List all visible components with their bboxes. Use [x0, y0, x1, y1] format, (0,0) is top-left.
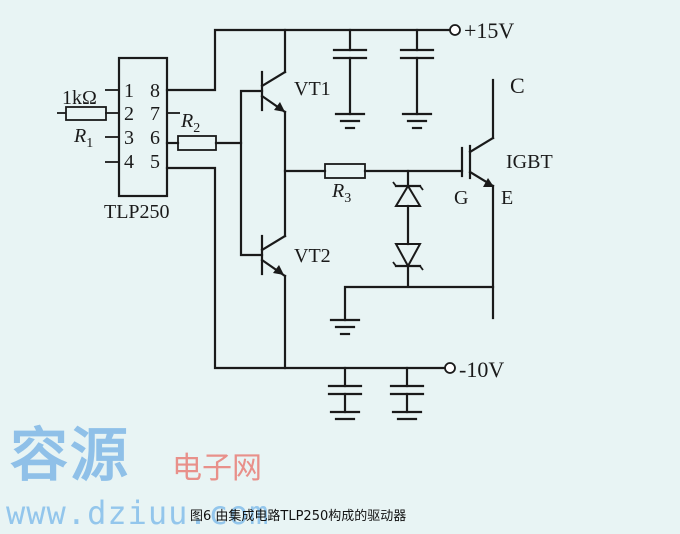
ic-name: TLP250 [104, 201, 170, 223]
pin-label-8: 8 [150, 80, 160, 102]
pin-label-1: 1 [124, 80, 134, 102]
supply-neg-label: -10V [459, 357, 504, 382]
wire-pin8-to-vcc [165, 28, 452, 92]
wire-common-base [239, 89, 264, 257]
watermark-url: www.dziuu.com [6, 494, 270, 532]
zener1-bar-tip-right [419, 185, 424, 191]
wire-pin5-to-vee [165, 166, 447, 370]
igbt-label: IGBT [506, 151, 553, 173]
zener2-bar-tip-left [392, 261, 397, 267]
terminal-neg [444, 362, 456, 374]
igbt-emitter-arrow [483, 178, 494, 187]
vt2-arrow [273, 265, 284, 275]
vt1-emitter-arrow [274, 102, 285, 112]
r2-label: R2 [180, 110, 200, 136]
vt1-collector [260, 70, 287, 88]
emitter-label: E [501, 187, 513, 209]
wire-ground-return [343, 285, 495, 322]
figure-caption: 图6 由集成电路TLP250构成的驱动器 [190, 509, 407, 524]
resistor-1k-label: 1kΩ [62, 87, 97, 109]
pin-label-7: 7 [150, 103, 160, 125]
zener2-triangle [394, 243, 422, 269]
pin-label-4: 4 [124, 151, 134, 173]
pin-label-3: 3 [124, 127, 134, 149]
watermark-site: 电子网 [172, 451, 262, 486]
pin-label-5: 5 [150, 151, 160, 173]
vt1-label: VT1 [294, 78, 331, 100]
pin-label-2: 2 [124, 103, 134, 125]
pin-label-6: 6 [150, 127, 160, 149]
r1-label: R1 [73, 125, 93, 151]
resistor-r2 [177, 135, 217, 151]
resistor-r3 [324, 163, 366, 179]
terminal-pos [449, 24, 461, 36]
gate-label: G [454, 187, 468, 209]
igbt-collector-leg [468, 136, 495, 154]
zener2-bar-tip-right [419, 265, 424, 271]
supply-pos-label: +15V [464, 18, 514, 43]
zener1-triangle [394, 184, 422, 207]
zener1-bar-tip-left [392, 181, 397, 187]
collector-label: C [510, 73, 525, 98]
ic-body [117, 56, 169, 198]
r3-label: R3 [331, 180, 351, 206]
vt2-emitter [260, 234, 287, 252]
watermark-brand: 容源 [10, 421, 131, 489]
vt2-label: VT2 [294, 245, 331, 267]
